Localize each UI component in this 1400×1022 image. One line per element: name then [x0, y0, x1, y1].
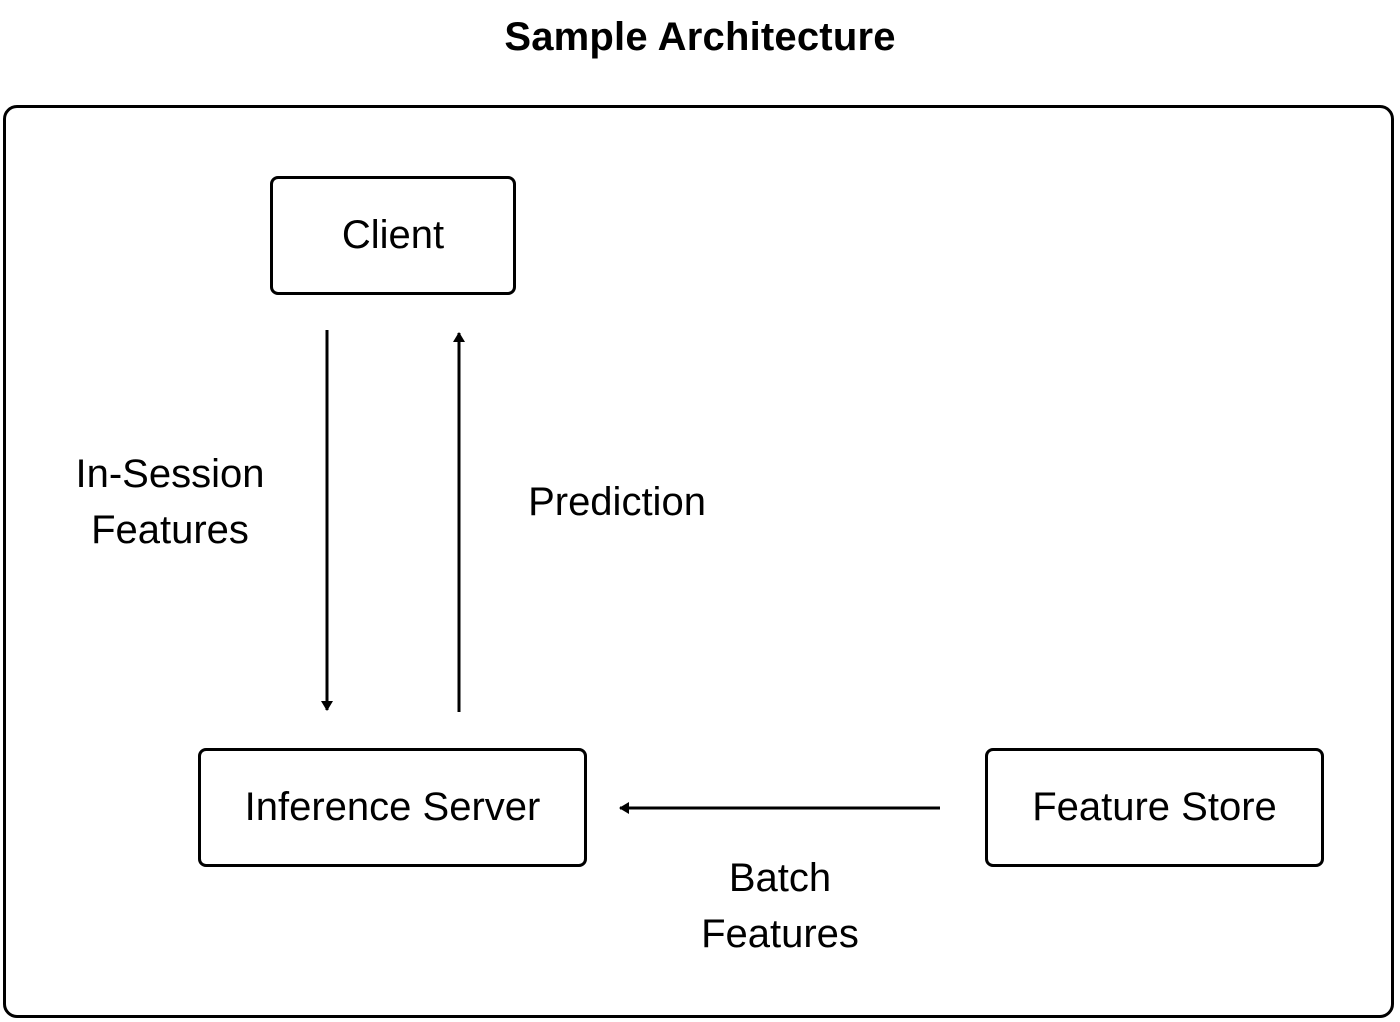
feature-store-node: Feature Store	[985, 748, 1324, 867]
architecture-frame	[3, 105, 1394, 1018]
inference-server-node: Inference Server	[198, 748, 587, 867]
batch-label-line1: Batch	[728, 856, 832, 900]
inference-server-node-label: Inference Server	[244, 785, 541, 829]
batch-features-label: Batch Features	[668, 850, 892, 962]
batch-label-line2: Features	[701, 912, 859, 956]
in-session-label-line1: In-Session	[75, 452, 265, 496]
feature-store-node-label: Feature Store	[1032, 785, 1277, 829]
client-node-label: Client	[341, 213, 445, 257]
client-node: Client	[270, 176, 516, 295]
diagram-title: Sample Architecture	[504, 15, 896, 59]
in-session-label-line2: Features	[91, 508, 249, 552]
in-session-features-label: In-Session Features	[48, 446, 292, 558]
prediction-label-line1: Prediction	[528, 480, 706, 524]
prediction-label: Prediction	[500, 474, 734, 530]
